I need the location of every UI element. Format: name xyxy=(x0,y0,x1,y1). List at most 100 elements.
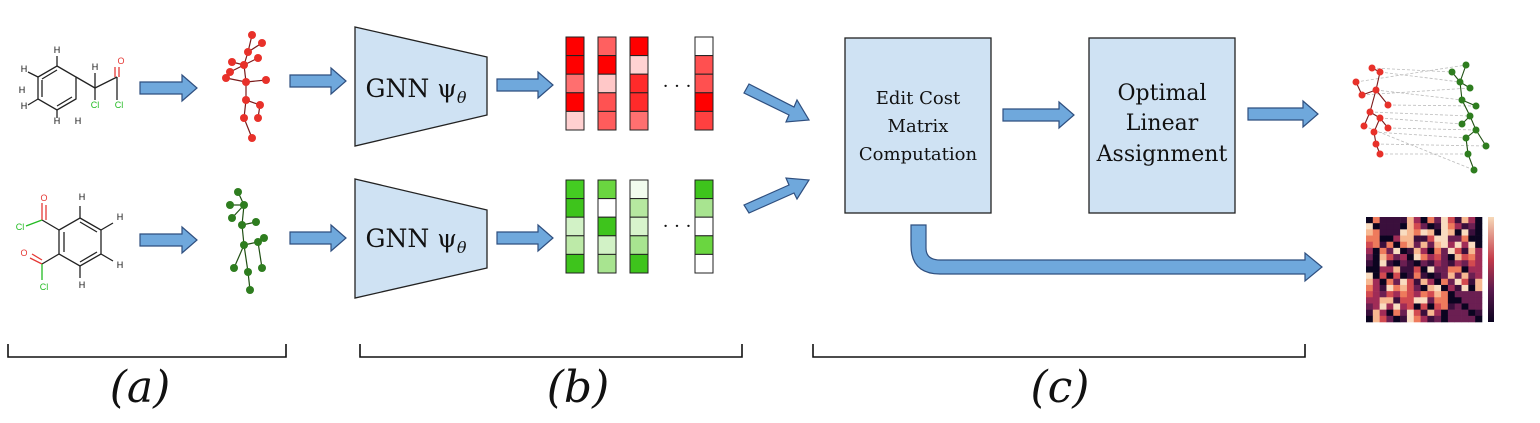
atom-label: H xyxy=(79,280,86,290)
heatmap-cell xyxy=(1461,272,1469,280)
heatmap-cell xyxy=(1427,266,1435,273)
heatmap-cell xyxy=(1468,247,1476,255)
heatmap-cell xyxy=(1413,254,1421,261)
atom-label: H xyxy=(19,85,26,95)
heatmap-cell xyxy=(1372,315,1380,323)
heatmap-cell xyxy=(1400,223,1408,230)
heatmap-cell xyxy=(1434,229,1442,236)
heatmap-cell xyxy=(1461,315,1469,323)
heatmap-cell xyxy=(1386,223,1394,230)
heatmap-cell xyxy=(1434,247,1442,255)
heatmap-cell xyxy=(1468,272,1476,280)
heatmap-cell xyxy=(1441,284,1449,292)
embedding-cell-red xyxy=(565,36,585,57)
heatmap-cell xyxy=(1447,284,1455,292)
heatmap-cell xyxy=(1379,309,1387,317)
heatmap-cell xyxy=(1441,229,1449,236)
heatmap-cell xyxy=(1447,254,1455,261)
heatmap-cell xyxy=(1386,266,1394,273)
heatmap-cell xyxy=(1366,223,1374,230)
embedding-cell-green xyxy=(565,198,585,218)
heatmap-cell xyxy=(1379,217,1387,224)
heatmap-cell xyxy=(1468,284,1476,292)
heatmap-cell xyxy=(1372,260,1380,267)
atom-label: H xyxy=(75,116,82,126)
heatmap-cell xyxy=(1413,303,1421,310)
heatmap-cell xyxy=(1468,254,1476,261)
heatmap-cell xyxy=(1420,291,1428,298)
heatmap-cell xyxy=(1475,254,1483,261)
heatmap-cell xyxy=(1475,266,1483,273)
embedding-cell-red xyxy=(597,55,617,75)
embedding-cell-red xyxy=(694,92,714,112)
heatmap-cell xyxy=(1366,235,1374,243)
heatmap-cell xyxy=(1447,297,1455,304)
heatmap-cell xyxy=(1420,266,1428,273)
heatmap-cell xyxy=(1379,235,1387,243)
heatmap-cell xyxy=(1413,272,1421,280)
heatmap-cell xyxy=(1366,297,1374,304)
embedding-cell-red xyxy=(565,55,585,75)
embedding-cell-red xyxy=(565,92,585,112)
graph-top-red xyxy=(222,31,270,142)
heatmap-cell xyxy=(1379,266,1387,273)
heatmap-cell xyxy=(1406,272,1415,280)
heatmap-cell xyxy=(1461,254,1469,261)
heatmap-cell xyxy=(1393,217,1401,224)
heatmap-cell xyxy=(1386,247,1394,255)
node-embeddings-bottom xyxy=(565,179,714,274)
heatmap-cell xyxy=(1366,260,1374,267)
embedding-cell-green xyxy=(694,198,714,218)
heatmap-cell xyxy=(1372,272,1380,280)
heatmap-cell xyxy=(1393,241,1401,249)
heatmap-cell xyxy=(1427,229,1435,236)
heatmap-cell xyxy=(1454,254,1462,261)
heatmap-cell xyxy=(1434,217,1442,224)
heatmap-cell xyxy=(1406,229,1415,236)
heatmap-cell xyxy=(1454,247,1462,255)
heatmap-cell xyxy=(1447,303,1455,310)
heatmap-cell xyxy=(1441,266,1449,273)
edit-cost-line: Matrix xyxy=(888,116,949,137)
optimal-assignment-box: Optimal Linear Assignment xyxy=(1088,37,1236,214)
heatmap-cell xyxy=(1379,297,1387,304)
heatmap-cell xyxy=(1406,291,1415,298)
gnn-subscript: θ xyxy=(457,238,467,257)
heatmap-cell xyxy=(1427,284,1435,292)
heatmap-cell xyxy=(1400,291,1408,298)
edit-cost-line: Edit Cost xyxy=(876,88,961,109)
heatmap-cell xyxy=(1454,291,1462,298)
heatmap-cell xyxy=(1461,217,1469,224)
heatmap-cell xyxy=(1475,303,1483,310)
embedding-cell-green xyxy=(565,253,585,274)
heatmap-cell xyxy=(1372,235,1380,243)
heatmap-cell xyxy=(1447,260,1455,267)
heatmap-cell xyxy=(1447,309,1455,317)
heatmap-cell xyxy=(1366,229,1374,236)
embedding-cell-green xyxy=(629,179,649,200)
heatmap-cell xyxy=(1461,260,1469,267)
heatmap-cell xyxy=(1420,303,1428,310)
heatmap-cell xyxy=(1447,241,1455,249)
heatmap-cell xyxy=(1461,266,1469,273)
heatmap-cell xyxy=(1386,241,1394,249)
heatmap-cell xyxy=(1434,223,1442,230)
atom-label: H xyxy=(54,45,61,55)
heatmap-cell xyxy=(1475,297,1483,304)
heatmap-cell xyxy=(1468,241,1476,249)
heatmap-cell xyxy=(1447,223,1455,230)
heatmap-cell xyxy=(1427,241,1435,249)
heatmap-cell xyxy=(1400,260,1408,267)
heatmap-cell xyxy=(1393,297,1401,304)
arrow-right xyxy=(496,223,554,253)
embedding-cell-red xyxy=(694,36,714,57)
heatmap-cell xyxy=(1454,272,1462,280)
arrow-right xyxy=(289,66,347,96)
heatmap-cell xyxy=(1461,284,1469,292)
heatmap-cell xyxy=(1441,217,1449,224)
heatmap-cell xyxy=(1406,235,1415,243)
heatmap-cell xyxy=(1400,315,1408,323)
heatmap-cell xyxy=(1379,284,1387,292)
heatmap-cell xyxy=(1427,223,1435,230)
heatmap-cell xyxy=(1372,223,1380,230)
